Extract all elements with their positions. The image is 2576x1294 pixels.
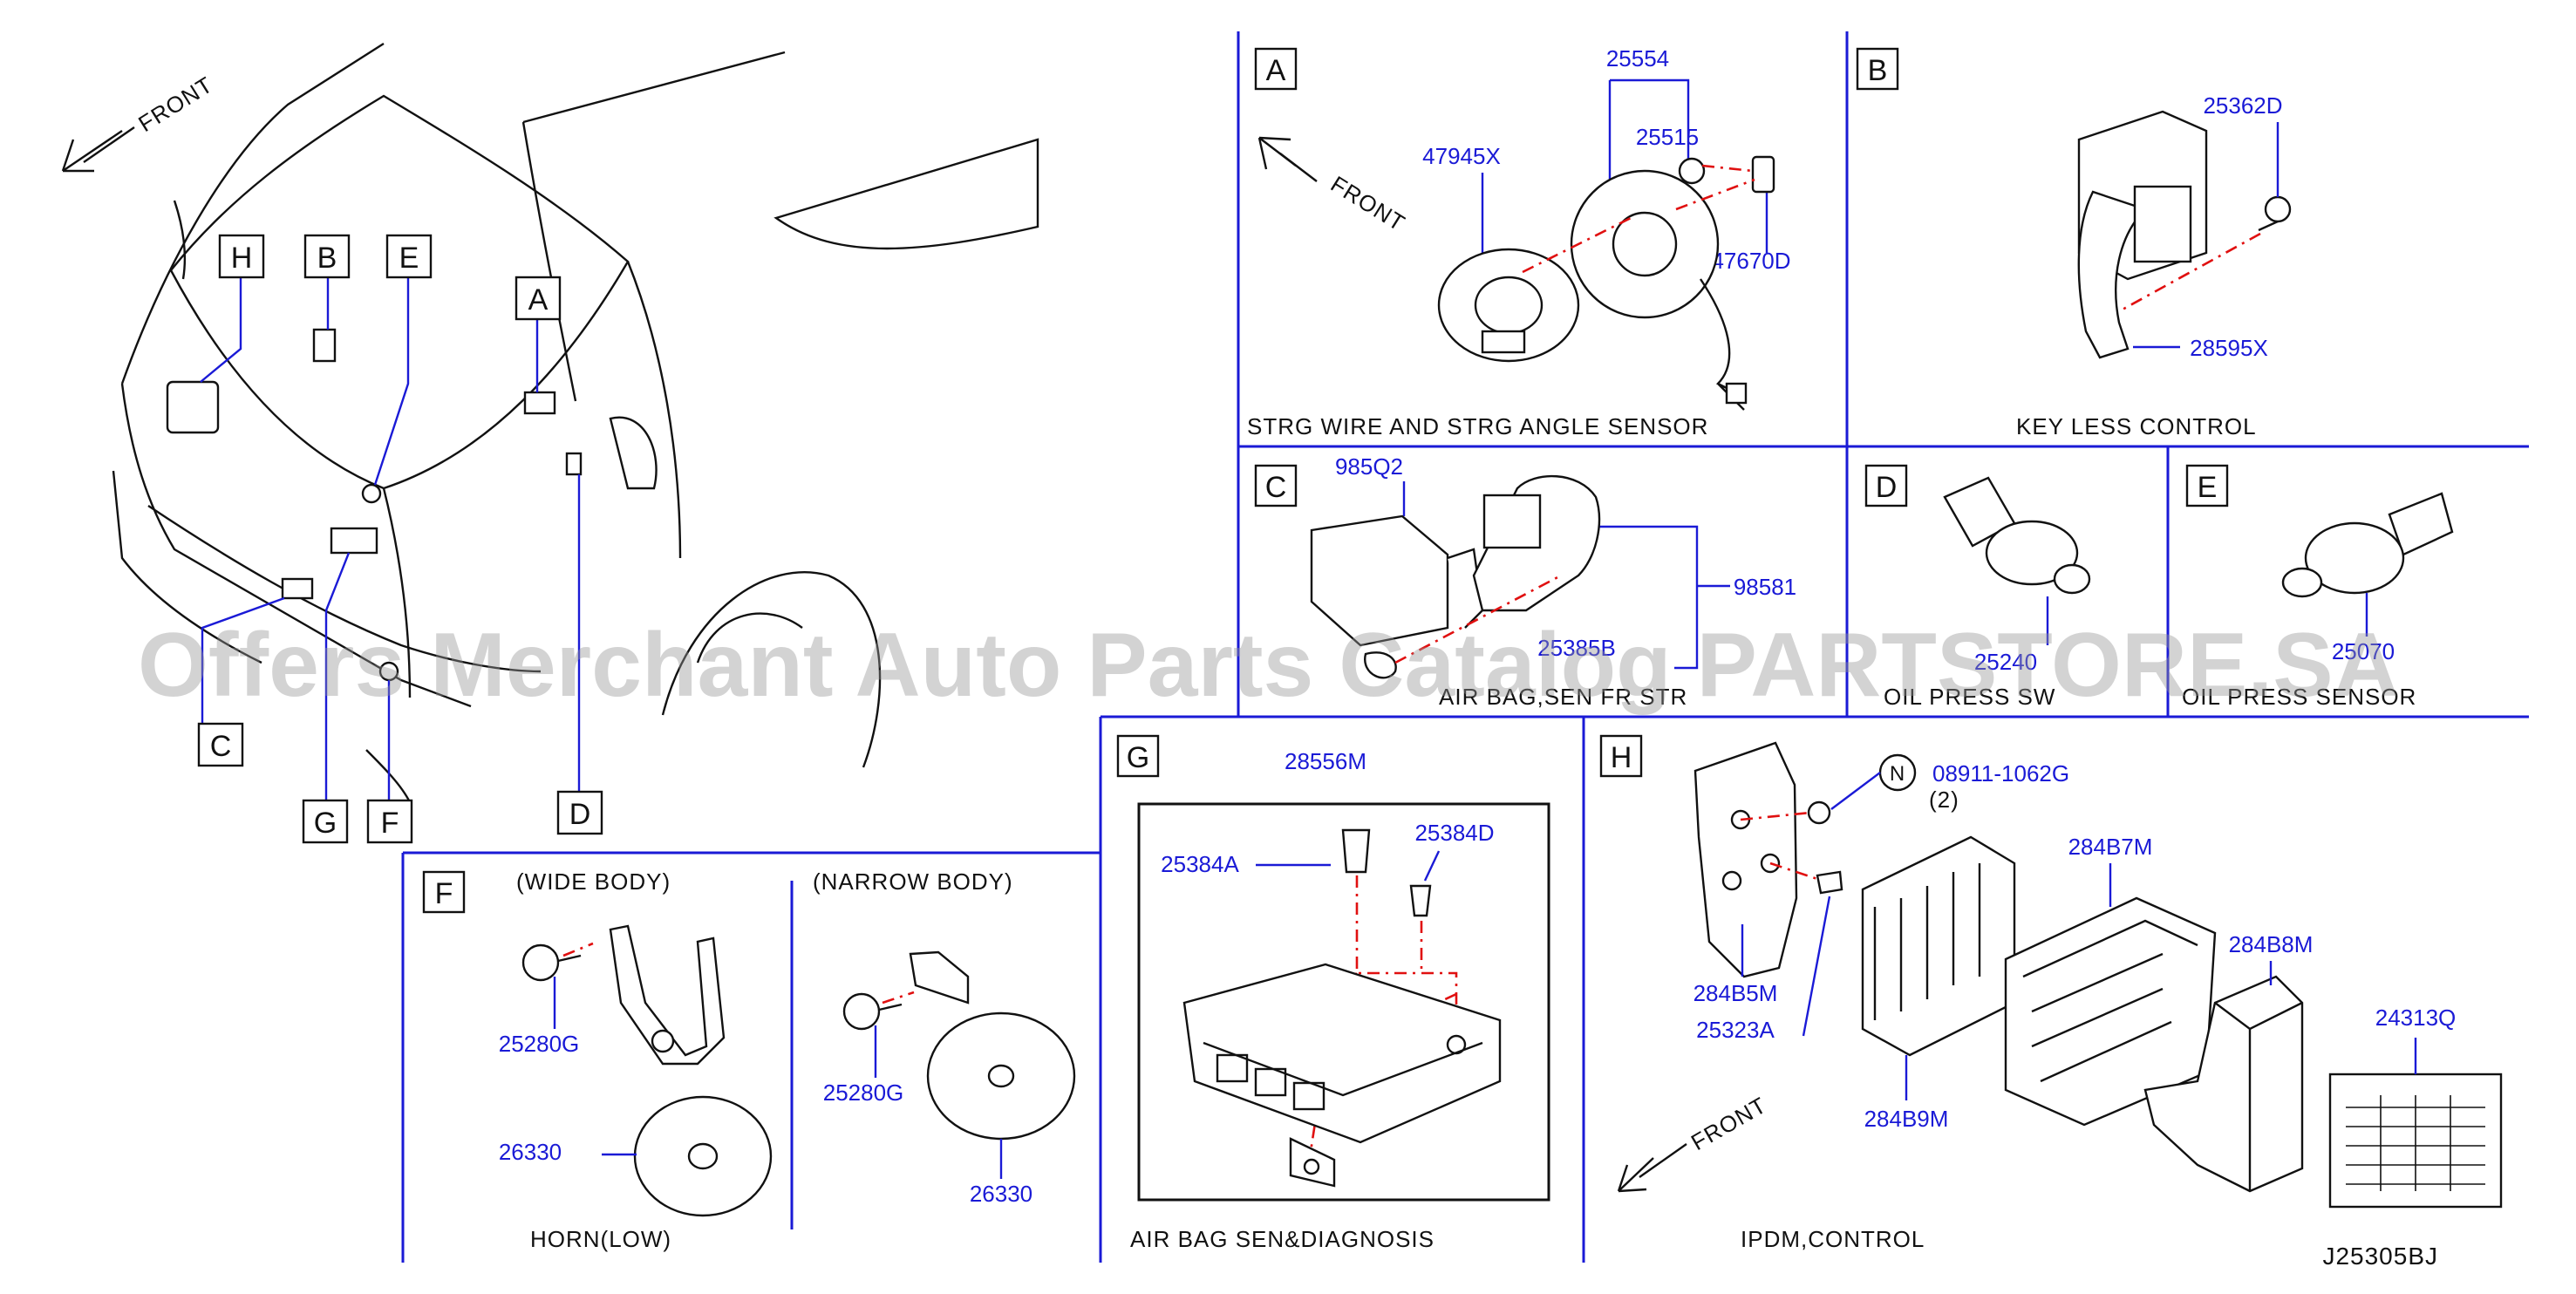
part-number: 25323A <box>1696 1017 1775 1043</box>
overview-marker-e: E <box>385 234 433 279</box>
panel-b-caption: KEY LESS CONTROL <box>2016 413 2257 439</box>
part-number: 25385B <box>1537 635 1616 661</box>
panel-a: A FRONT 25554 25515 47945X 47670D STRG W… <box>1247 45 1791 439</box>
panel-e: E 25070 OIL PRESS SENSOR <box>2182 464 2454 710</box>
part-number: 284B5M <box>1693 980 1778 1006</box>
panel-e-letter: E <box>2198 471 2218 504</box>
panel-g-letter: G <box>1127 741 1149 774</box>
front-arrow-icon: FRONT <box>1257 136 1410 237</box>
watermark: Offers Merchant Auto Parts Catalog PARTS… <box>138 615 2399 716</box>
panel-c: C 985Q2 98581 25385B AIR BAG,SEN FR STR <box>1254 453 1796 710</box>
bolt-quantity: (2) <box>1929 787 1959 813</box>
front-arrow-icon: FRONT <box>61 72 217 173</box>
panel-a-caption: STRG WIRE AND STRG ANGLE SENSOR <box>1247 413 1708 439</box>
panel-e-caption: OIL PRESS SENSOR <box>2182 684 2416 710</box>
part-number: 25280G <box>823 1079 904 1106</box>
panel-h-letter: H <box>1611 741 1632 774</box>
diagram-code: J25305BJ <box>2322 1243 2438 1270</box>
part-number: 284B9M <box>1864 1106 1949 1132</box>
svg-text:F: F <box>381 807 399 840</box>
overview-marker-h: H <box>218 234 265 279</box>
part-number: 26330 <box>970 1181 1032 1207</box>
svg-text:D: D <box>569 798 591 831</box>
wide-body-label: (WIDE BODY) <box>516 868 671 895</box>
overview-marker-g: G <box>302 799 349 844</box>
overview-marker-d: D <box>556 790 603 835</box>
part-number: 25362D <box>2203 92 2282 119</box>
panel-a-letter: A <box>1266 54 1286 87</box>
panel-h-caption: IPDM,CONTROL <box>1741 1226 1925 1252</box>
panel-f: F (WIDE BODY) (NARROW BODY) 25280G 26330… <box>422 868 1076 1252</box>
panel-b: B 25362D 28595X KEY LESS CONTROL <box>1856 47 2292 439</box>
overview-front-label: FRONT <box>133 72 217 138</box>
part-number: 25240 <box>1974 649 2037 675</box>
panel-h: H N 08911-1062G (2) 284B5M 25323A 284B9M… <box>1599 734 2503 1252</box>
panel-f-letter: F <box>435 877 453 910</box>
part-number: 47670D <box>1711 248 1790 274</box>
panel-d-letter: D <box>1876 471 1898 504</box>
part-number: 25070 <box>2332 638 2395 664</box>
panel-c-letter: C <box>1265 471 1287 504</box>
part-number: 25384A <box>1161 851 1239 877</box>
front-arrow-icon: FRONT <box>1617 1092 1771 1193</box>
svg-text:N: N <box>1890 762 1905 786</box>
svg-text:A: A <box>528 283 549 317</box>
panel-g: G 28556M 25384A 25384D AIR BAG SEN&DIAGN… <box>1116 734 1550 1252</box>
svg-text:E: E <box>399 242 419 275</box>
part-number: 25515 <box>1636 124 1699 150</box>
panel-b-letter: B <box>1868 54 1888 87</box>
overview-marker-c: C <box>197 722 244 767</box>
svg-text:H: H <box>231 242 253 275</box>
bolt-part-number: 08911-1062G <box>1932 760 2069 787</box>
overview-marker-f: F <box>366 799 413 844</box>
svg-text:FRONT: FRONT <box>1326 171 1410 237</box>
panel-f-caption: HORN(LOW) <box>530 1226 671 1252</box>
part-number: 24313Q <box>2375 1005 2457 1031</box>
part-number: 47945X <box>1422 143 1501 169</box>
overview-marker-a: A <box>515 276 562 321</box>
panel-grid <box>401 31 2529 1263</box>
panel-d-caption: OIL PRESS SW <box>1884 684 2055 710</box>
narrow-body-label: (NARROW BODY) <box>813 868 1013 895</box>
part-number: 25384D <box>1414 820 1494 846</box>
part-number: 25280G <box>499 1031 580 1057</box>
vehicle-overview: FRONT H B E <box>61 42 1039 844</box>
part-number: 26330 <box>499 1139 562 1165</box>
part-number: 28556M <box>1285 748 1366 774</box>
panel-c-caption: AIR BAG,SEN FR STR <box>1439 684 1687 710</box>
part-number: 28595X <box>2190 335 2268 361</box>
svg-text:B: B <box>317 242 337 275</box>
overview-marker-b: B <box>303 234 351 279</box>
svg-text:G: G <box>314 807 337 840</box>
panel-g-caption: AIR BAG SEN&DIAGNOSIS <box>1130 1226 1435 1252</box>
n-symbol-icon: N <box>1878 753 1917 792</box>
part-number: 25554 <box>1606 45 1669 72</box>
svg-text:FRONT: FRONT <box>1687 1092 1771 1155</box>
part-number: 98581 <box>1734 574 1796 600</box>
part-number: 284B8M <box>2229 931 2314 957</box>
part-number: 284B7M <box>2068 834 2153 860</box>
panel-d: D 25240 OIL PRESS SW <box>1864 464 2091 710</box>
part-number: 985Q2 <box>1335 453 1403 480</box>
svg-text:C: C <box>210 730 232 763</box>
